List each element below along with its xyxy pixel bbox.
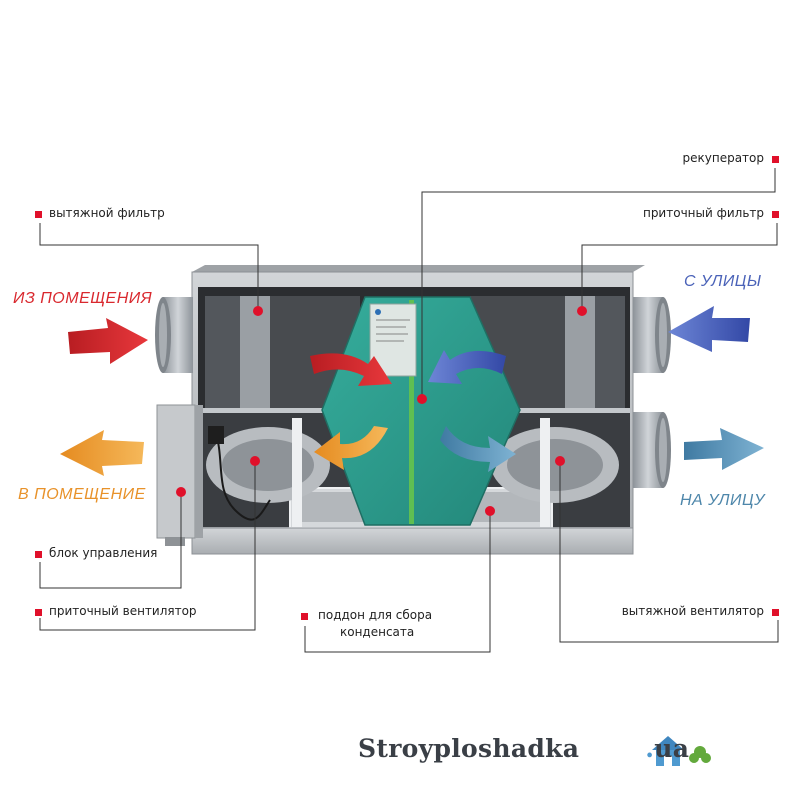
label-exhaust-filter: вытяжной фильтр bbox=[49, 206, 165, 220]
duct-to-street bbox=[633, 412, 671, 488]
marker-square bbox=[772, 609, 779, 616]
arrow-to-street bbox=[684, 428, 764, 470]
label-drip-tray-line2: конденсата bbox=[340, 625, 415, 639]
label-exhaust-fan: вытяжной вентилятор bbox=[621, 604, 764, 618]
flow-to-room: В ПОМЕЩЕНИЕ bbox=[18, 486, 146, 503]
control-box bbox=[156, 404, 203, 546]
label-drip-tray-line1: поддон для сбора bbox=[318, 608, 433, 622]
label-supply-fan: приточный вентилятор bbox=[49, 604, 197, 618]
internal-arrow-red bbox=[310, 353, 392, 386]
watermark-dot: . bbox=[645, 734, 655, 763]
duct-from-street bbox=[633, 297, 671, 373]
marker-dots bbox=[176, 306, 587, 516]
internal-arrow-blue bbox=[428, 350, 506, 384]
arrow-from-street bbox=[668, 306, 750, 352]
marker-square bbox=[35, 211, 42, 218]
marker-square bbox=[772, 211, 779, 218]
leader-lines bbox=[39, 168, 779, 653]
watermark-logo: Stroyploshadka.ua bbox=[358, 734, 689, 763]
marker-square bbox=[772, 156, 779, 163]
duct-from-room bbox=[155, 297, 193, 373]
label-control-unit: блок управления bbox=[49, 546, 158, 560]
label-recuperator: рекуператор bbox=[682, 151, 765, 165]
arrow-to-room bbox=[60, 430, 144, 476]
watermark-right: ua bbox=[654, 734, 690, 763]
marker-square bbox=[35, 551, 42, 558]
label-supply-filter: приточный фильтр bbox=[642, 206, 764, 220]
marker-square bbox=[35, 609, 42, 616]
flow-to-street: НА УЛИЦУ bbox=[680, 492, 765, 509]
internal-arrow-steel bbox=[440, 426, 516, 472]
house-logo-icon bbox=[652, 736, 711, 766]
internal-arrow-orange bbox=[314, 426, 388, 470]
arrow-from-room bbox=[68, 318, 148, 364]
flow-from-room: ИЗ ПОМЕЩЕНИЯ bbox=[13, 290, 153, 307]
flow-from-street: С УЛИЦЫ bbox=[684, 273, 762, 290]
marker-square bbox=[301, 613, 308, 620]
watermark-left: Stroyploshadka bbox=[358, 734, 580, 763]
